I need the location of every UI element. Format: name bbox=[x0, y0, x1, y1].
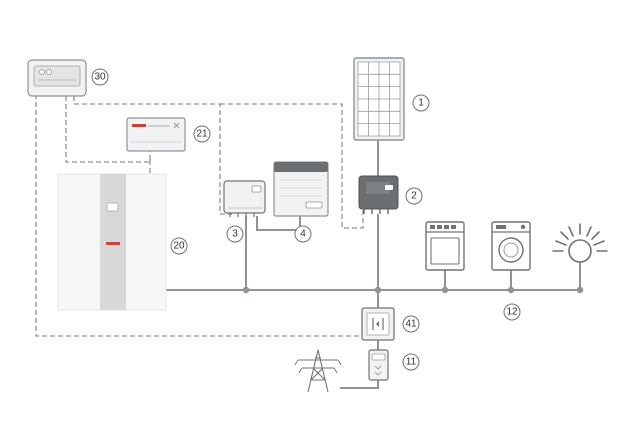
callout-20-label: 20 bbox=[173, 241, 185, 252]
washing-machine-icon bbox=[491, 221, 531, 271]
callout-41: 41 bbox=[402, 315, 420, 333]
comm-line-gateway-meter bbox=[35, 94, 368, 337]
meter-icon bbox=[368, 349, 389, 381]
heat-pump-icon bbox=[57, 173, 167, 311]
callout-12: 12 bbox=[503, 303, 521, 321]
callout-12-label: 12 bbox=[506, 307, 518, 318]
callout-21-label: 21 bbox=[196, 129, 208, 140]
inverter-icon bbox=[223, 180, 266, 217]
callout-21: 21 bbox=[193, 125, 211, 143]
comm-line-gateway-inverters bbox=[73, 96, 364, 229]
lamp-icon bbox=[552, 223, 608, 263]
callout-2-label: 2 bbox=[411, 191, 417, 202]
junction-node bbox=[242, 286, 250, 294]
inverter-icon bbox=[358, 175, 399, 214]
dishwasher-icon bbox=[425, 221, 465, 271]
callout-11-label: 11 bbox=[406, 357, 417, 368]
battery-icon bbox=[273, 161, 329, 217]
grid-pylon-icon bbox=[294, 349, 342, 393]
callout-30-label: 30 bbox=[94, 72, 106, 83]
callout-4-label: 4 bbox=[300, 229, 306, 240]
callout-4: 4 bbox=[294, 225, 312, 243]
callout-3-label: 3 bbox=[232, 229, 238, 240]
callout-20: 20 bbox=[170, 237, 188, 255]
grid-feed-line bbox=[340, 380, 379, 389]
callout-1: 1 bbox=[412, 94, 430, 112]
callout-41-label: 41 bbox=[405, 319, 417, 330]
power-lines bbox=[166, 140, 584, 389]
callout-2: 2 bbox=[405, 187, 423, 205]
controller-icon bbox=[126, 117, 186, 152]
junction-node bbox=[576, 286, 584, 294]
callout-3: 3 bbox=[226, 225, 244, 243]
solar-panel-icon bbox=[353, 57, 405, 141]
junction-node bbox=[507, 286, 515, 294]
comm-line-gateway-controller bbox=[65, 96, 151, 163]
callout-1-label: 1 bbox=[418, 98, 424, 109]
meter-icon bbox=[361, 307, 395, 341]
callout-30: 30 bbox=[91, 68, 109, 86]
junction-node bbox=[374, 286, 382, 294]
gateway-icon bbox=[27, 59, 87, 97]
communication-lines bbox=[35, 94, 368, 337]
junction-node bbox=[441, 286, 449, 294]
callout-11: 11 bbox=[402, 353, 420, 371]
battery-link-line bbox=[256, 216, 301, 231]
